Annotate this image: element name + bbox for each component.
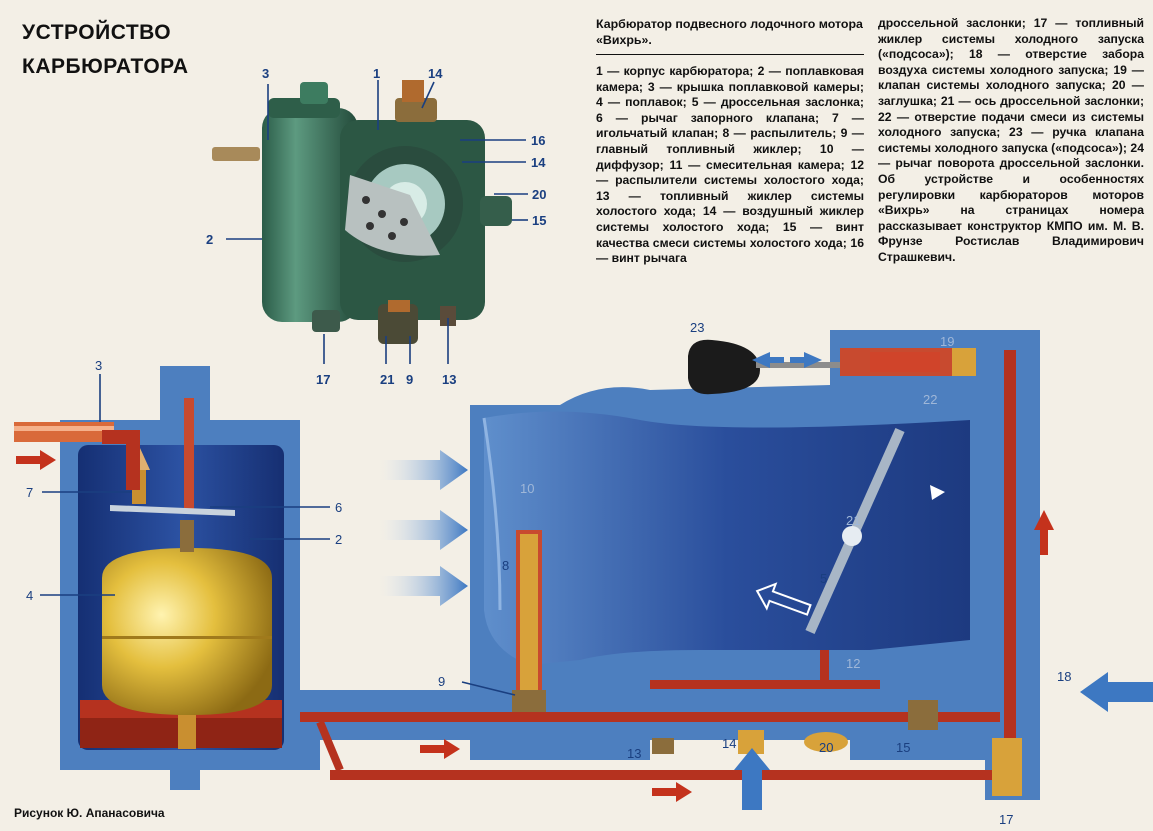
- diagram-label-2: 2: [335, 532, 342, 547]
- diagram-leader-lines: [40, 374, 516, 696]
- photo-label-13: 13: [442, 372, 456, 387]
- diagram-label-12: 12: [846, 656, 860, 671]
- diagram-label-18: 18: [1057, 669, 1071, 684]
- photo-label-9: 9: [406, 372, 413, 387]
- photo-label-1: 1: [373, 66, 380, 81]
- choke-knob: [688, 339, 840, 395]
- carburetor-photo: [212, 80, 512, 344]
- diagram-label-8: 8: [502, 558, 509, 573]
- title-line-1: УСТРОЙСТВО: [22, 21, 172, 44]
- photo-label-15: 15: [532, 213, 546, 228]
- diagram-label-9: 9: [438, 674, 445, 689]
- mixing-chamber: [482, 411, 970, 665]
- fuel-passages: [300, 348, 1022, 796]
- photo-leader-lines: [226, 80, 528, 364]
- diagram-labels-dark: 3 7 6 2 4 9 8 5 13 14 20 15 18 17 23: [26, 320, 1071, 827]
- caption-heading: Карбюратор подвесного лодочного мотора «…: [596, 16, 864, 55]
- illustration-credit: Рисунок Ю. Апанасовича: [14, 806, 165, 820]
- page-title: УСТРОЙСТВО КАРБЮРАТОРА: [22, 16, 189, 84]
- diagram-labels-light: 10 21 12 19 22: [520, 334, 954, 671]
- diagram-label-23: 23: [690, 320, 704, 335]
- title-line-2: КАРБЮРАТОРА: [22, 55, 189, 78]
- diagram-label-14: 14: [722, 736, 736, 751]
- diagram-label-21: 21: [846, 513, 860, 528]
- diagram-label-19: 19: [940, 334, 954, 349]
- diagram-label-6: 6: [335, 500, 342, 515]
- diagram-label-3: 3: [95, 358, 102, 373]
- diagram-label-4: 4: [26, 588, 33, 603]
- photo-label-3: 3: [262, 66, 269, 81]
- diagram-label-7: 7: [26, 485, 33, 500]
- photo-label-21: 21: [380, 372, 394, 387]
- caption-column-2: дроссельной заслонки; 17 — топливный жик…: [878, 16, 1144, 264]
- diagram-label-15: 15: [896, 740, 910, 755]
- diagram-label-22: 22: [923, 392, 937, 407]
- fuel-inlet: [14, 422, 140, 490]
- photo-label-14b: 14: [531, 155, 546, 170]
- photo-label-14a: 14: [428, 66, 443, 81]
- diagram-label-5: 5: [820, 571, 827, 586]
- air-arrows: [380, 352, 1153, 810]
- photo-label-17: 17: [316, 372, 330, 387]
- diagram-label-20: 20: [819, 740, 833, 755]
- diagram-label-10: 10: [520, 481, 534, 496]
- fuel-flow-arrows: [16, 450, 1054, 802]
- photo-label-16: 16: [531, 133, 545, 148]
- photo-label-2: 2: [206, 232, 213, 247]
- diagram-label-17: 17: [999, 812, 1013, 827]
- photo-label-20: 20: [532, 187, 546, 202]
- diagram-label-13: 13: [627, 746, 641, 761]
- photo-labels: 3 1 14 16 14 20 15 2 17 21 9 13: [206, 66, 546, 387]
- caption-column-1: 1 — корпус карбюратора; 2 — поплавковая …: [596, 64, 864, 266]
